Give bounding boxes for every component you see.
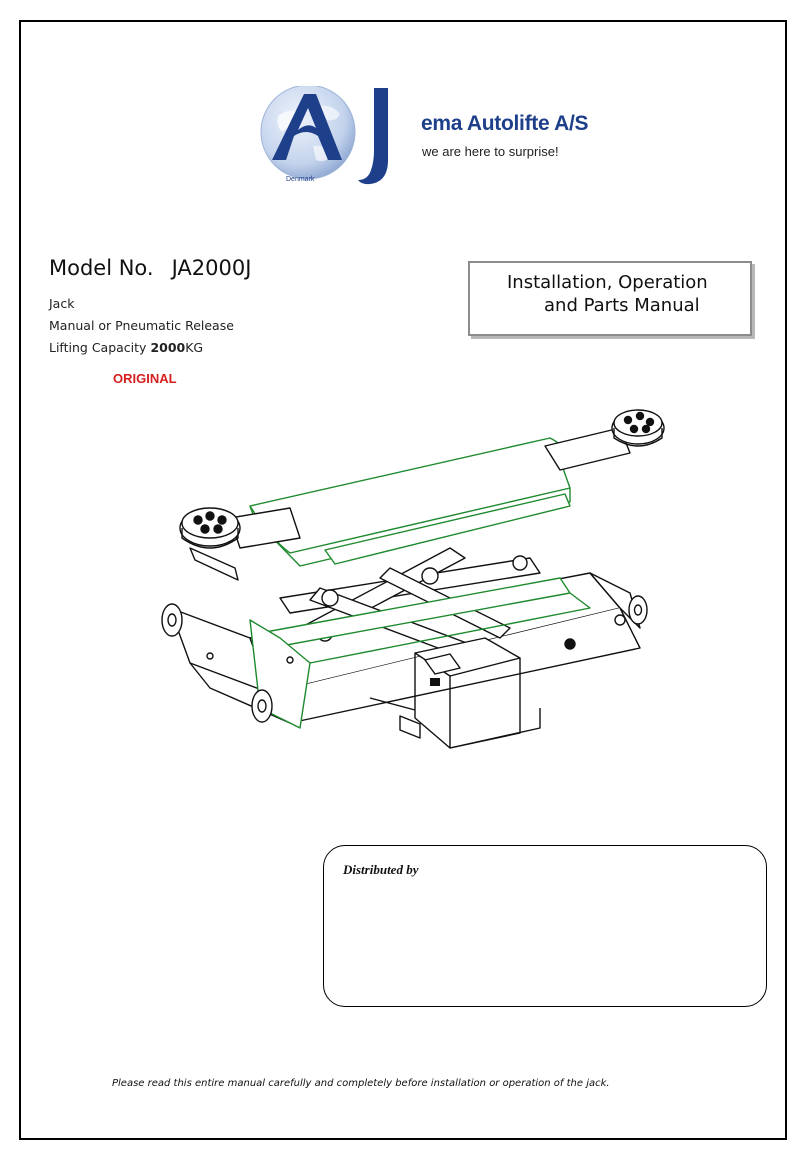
pump-box bbox=[369, 637, 541, 749]
product-type: Jack bbox=[49, 296, 75, 311]
right-arm bbox=[544, 427, 631, 471]
bolts bbox=[206, 614, 626, 664]
svg-text:Denmark: Denmark bbox=[286, 176, 315, 183]
distributor-label: Distributed by bbox=[343, 862, 419, 877]
product-capacity: Lifting Capacity 2000KG bbox=[49, 340, 203, 355]
company-logo: Denmark bbox=[260, 86, 388, 185]
distributor-box: Distributed by bbox=[323, 845, 767, 1007]
logo-letter-a-icon bbox=[272, 94, 342, 160]
wheels bbox=[161, 595, 648, 723]
title-line-2: and Parts Manual bbox=[544, 295, 700, 316]
right-lift-pad-icon bbox=[611, 409, 665, 447]
left-arm bbox=[189, 507, 301, 581]
product-release: Manual or Pneumatic Release bbox=[49, 318, 234, 333]
model-number: JA2000J bbox=[171, 256, 252, 280]
capacity-label: Lifting Capacity bbox=[49, 340, 147, 355]
model-line: Model No. JA2000J bbox=[49, 256, 251, 280]
manual-title-box: Installation, Operation and Parts Manual bbox=[468, 261, 752, 336]
page-border bbox=[19, 20, 787, 1140]
left-lift-pad-icon bbox=[179, 507, 241, 549]
jack-illustration bbox=[161, 409, 665, 749]
brand-tagline: we are here to surprise! bbox=[422, 144, 559, 159]
capacity-value: 2000 bbox=[150, 340, 186, 355]
edition-label: ORIGINAL bbox=[113, 371, 177, 386]
top-platform bbox=[249, 437, 571, 567]
model-label: Model No. bbox=[49, 256, 154, 280]
capacity-unit: KG bbox=[185, 340, 204, 355]
footer-note: Please read this entire manual carefully… bbox=[112, 1078, 610, 1089]
title-line-1: Installation, Operation bbox=[507, 272, 708, 293]
logo-letter-j-icon bbox=[358, 88, 388, 185]
brand-name: ema Autolifte A/S bbox=[421, 112, 589, 135]
